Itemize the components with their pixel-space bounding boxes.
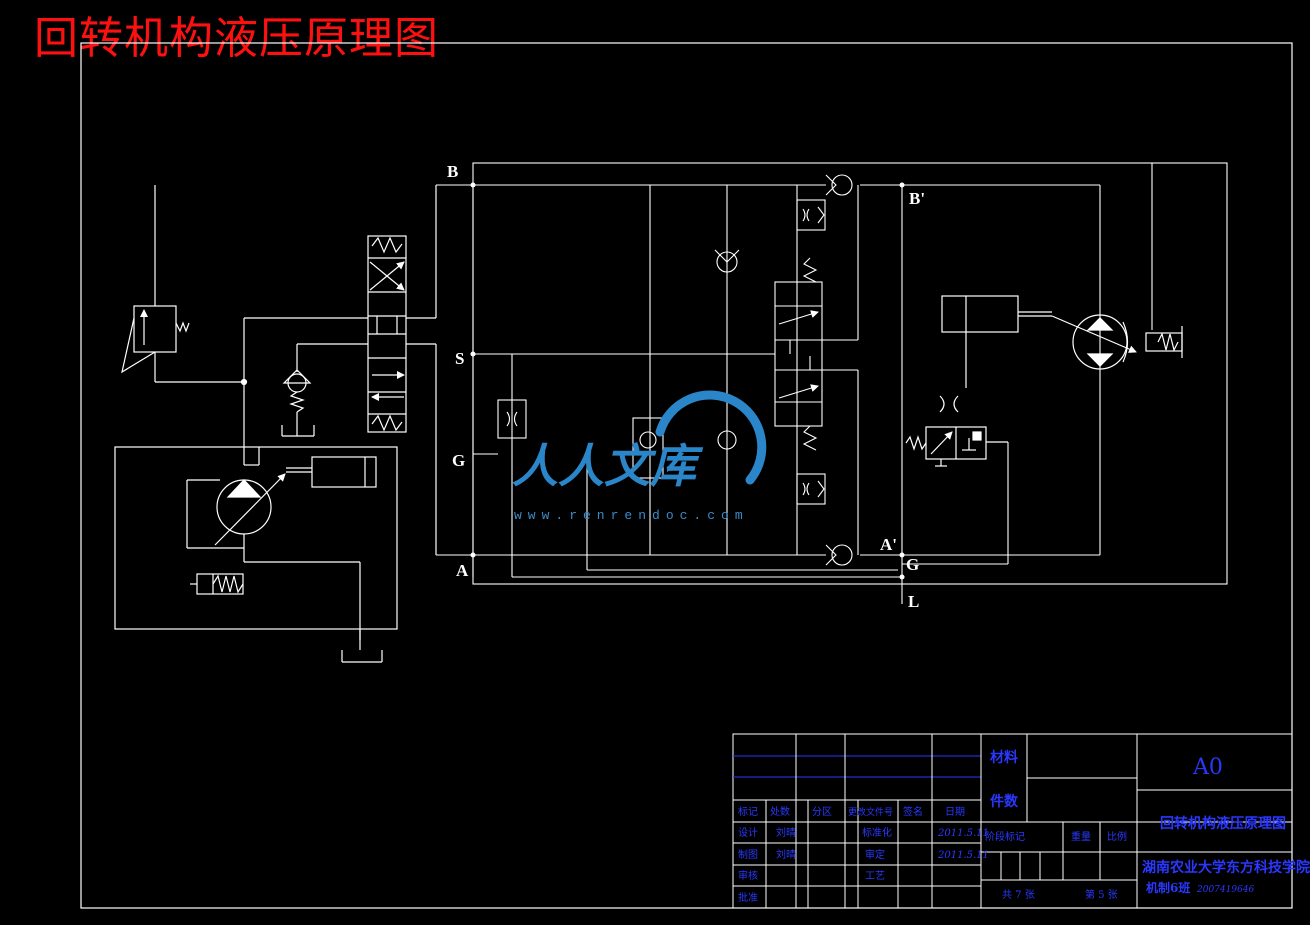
draw-label: 制图: [738, 848, 758, 861]
stage-label: 阶段标记: [985, 830, 1025, 843]
port-label-b-prime: B': [909, 189, 925, 208]
material-label: 材料: [990, 749, 1018, 766]
audit-label: 审定: [865, 848, 885, 861]
header-places: 处数: [770, 805, 790, 818]
draw-name: 刘晴: [776, 848, 796, 861]
port-label-a-prime: A': [880, 535, 897, 554]
header-change-doc: 更改文件号: [848, 806, 893, 818]
check-valve-symbol: [282, 369, 312, 413]
directional-valve: [367, 185, 437, 555]
watermark-url: www.renrendoc.com: [514, 508, 749, 523]
pump-group: [114, 185, 398, 663]
valve-manifold: [436, 162, 1228, 604]
student-id: 2007419646: [1196, 885, 1255, 895]
design-date: 2011.5.11: [937, 828, 989, 839]
drawing-title: 回转机构液压原理图: [34, 13, 439, 64]
header-mark: 标记: [738, 806, 758, 818]
watermark: 人人文库 www.renrendoc.com: [512, 390, 767, 523]
sheet-size: A0: [1192, 755, 1223, 780]
weight-label: 重量: [1071, 830, 1091, 843]
drawing-frame: [80, 42, 1293, 909]
drawing-name: 回转机构液压原理图: [1160, 815, 1286, 832]
draw-date: 2011.5.11: [937, 850, 989, 861]
review-label: 审核: [738, 869, 758, 882]
header-date: 日期: [945, 806, 965, 818]
watermark-text: 人人文库: [512, 439, 704, 493]
class-line: 机制6班: [1146, 880, 1190, 895]
header-sign: 签名: [903, 805, 923, 818]
port-label-s: S: [455, 349, 464, 368]
port-label-g-left: G: [452, 451, 465, 470]
standardize-label: 标准化: [862, 826, 892, 839]
design-name: 刘晴: [776, 826, 796, 839]
approve-label: 批准: [738, 891, 758, 904]
port-label-b: B: [447, 162, 458, 181]
port-label-a: A: [456, 561, 469, 580]
port-label-g-right: G: [906, 555, 919, 574]
design-label: 设计: [738, 826, 758, 839]
port-label-l: L: [908, 592, 919, 611]
process-label: 工艺: [865, 870, 885, 882]
school-name: 湖南农业大学东方科技学院: [1142, 859, 1310, 876]
title-block-text: 材料 件数 A0 回转机构液压原理图 湖南农业大学东方科技学院 机制6班 200…: [738, 749, 1310, 904]
total-sheets: 共 7 张: [1002, 889, 1035, 901]
title-block: [732, 733, 1293, 909]
motor-group: [905, 295, 1183, 467]
sheet-number: 第 5 张: [1085, 888, 1118, 901]
header-zone: 分区: [812, 806, 832, 818]
scale-label: 比例: [1107, 830, 1127, 843]
count-label: 件数: [990, 793, 1019, 810]
